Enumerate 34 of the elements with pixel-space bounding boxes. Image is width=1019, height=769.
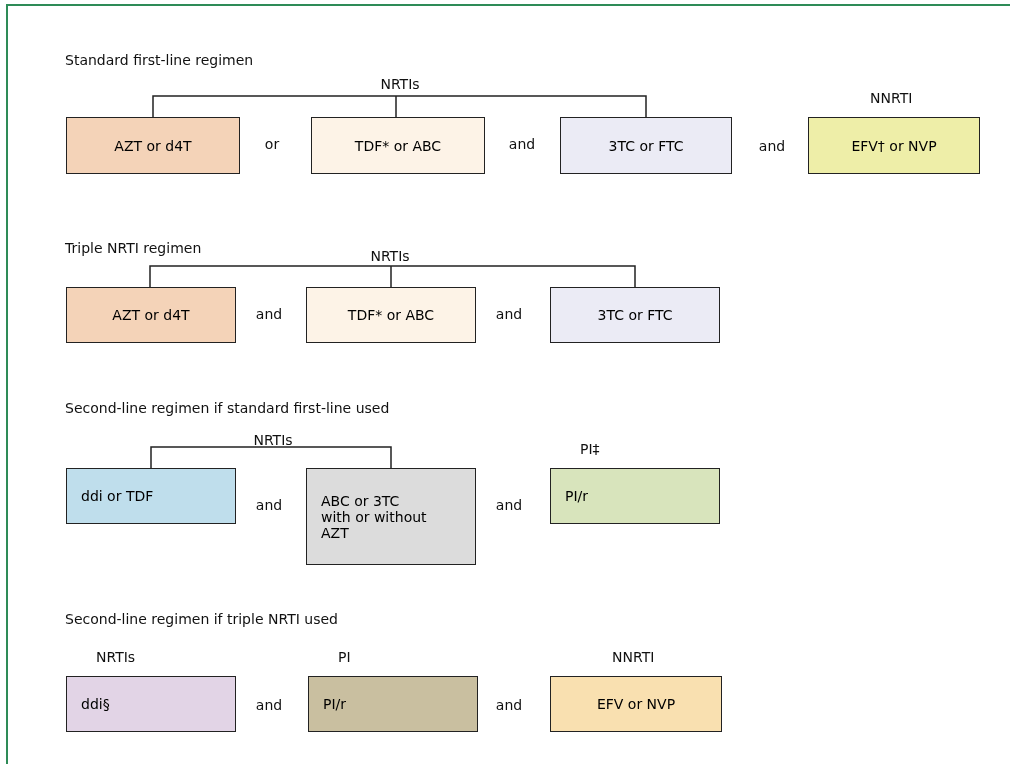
drug-class-label: NRTIs	[96, 649, 136, 665]
drug-box: ABC or 3TC with or without AZT	[306, 468, 476, 565]
drug-box: PI/r	[550, 468, 720, 524]
drug-class-label: PI‡	[580, 441, 600, 457]
drug-box: PI/r	[308, 676, 478, 732]
drug-box: EFV† or NVP	[808, 117, 980, 174]
drug-class-label: NRTIs	[253, 432, 293, 448]
drug-box: 3TC or FTC	[560, 117, 732, 174]
drug-box: AZT or d4T	[66, 117, 240, 174]
connector-word: and	[508, 136, 536, 152]
connector-word: and	[255, 306, 283, 322]
connector-word: or	[264, 136, 280, 152]
drug-class-label: PI	[338, 649, 351, 665]
drug-box: ddi or TDF	[66, 468, 236, 524]
drug-class-label: NRTIs	[370, 248, 410, 264]
connector-word: and	[495, 306, 523, 322]
connector-word: and	[495, 497, 523, 513]
drug-box: 3TC or FTC	[550, 287, 720, 343]
drug-box: EFV or NVP	[550, 676, 722, 732]
section-title: Triple NRTI regimen	[65, 240, 202, 256]
drug-box: TDF* or ABC	[311, 117, 485, 174]
section-title: Second-line regimen if triple NRTI used	[65, 611, 338, 627]
section-title: Second-line regimen if standard first-line used	[65, 400, 390, 416]
drug-box: TDF* or ABC	[306, 287, 476, 343]
connector-word: and	[255, 497, 283, 513]
section-title: Standard first-line regimen	[65, 52, 254, 68]
drug-box: ddi§	[66, 676, 236, 732]
connector-word: and	[758, 138, 786, 154]
drug-class-label: NNRTI	[612, 649, 655, 665]
connector-word: and	[495, 697, 523, 713]
connector-word: and	[255, 697, 283, 713]
drug-class-label: NNRTI	[870, 90, 913, 106]
drug-class-label: NRTIs	[380, 76, 420, 92]
drug-box: AZT or d4T	[66, 287, 236, 343]
